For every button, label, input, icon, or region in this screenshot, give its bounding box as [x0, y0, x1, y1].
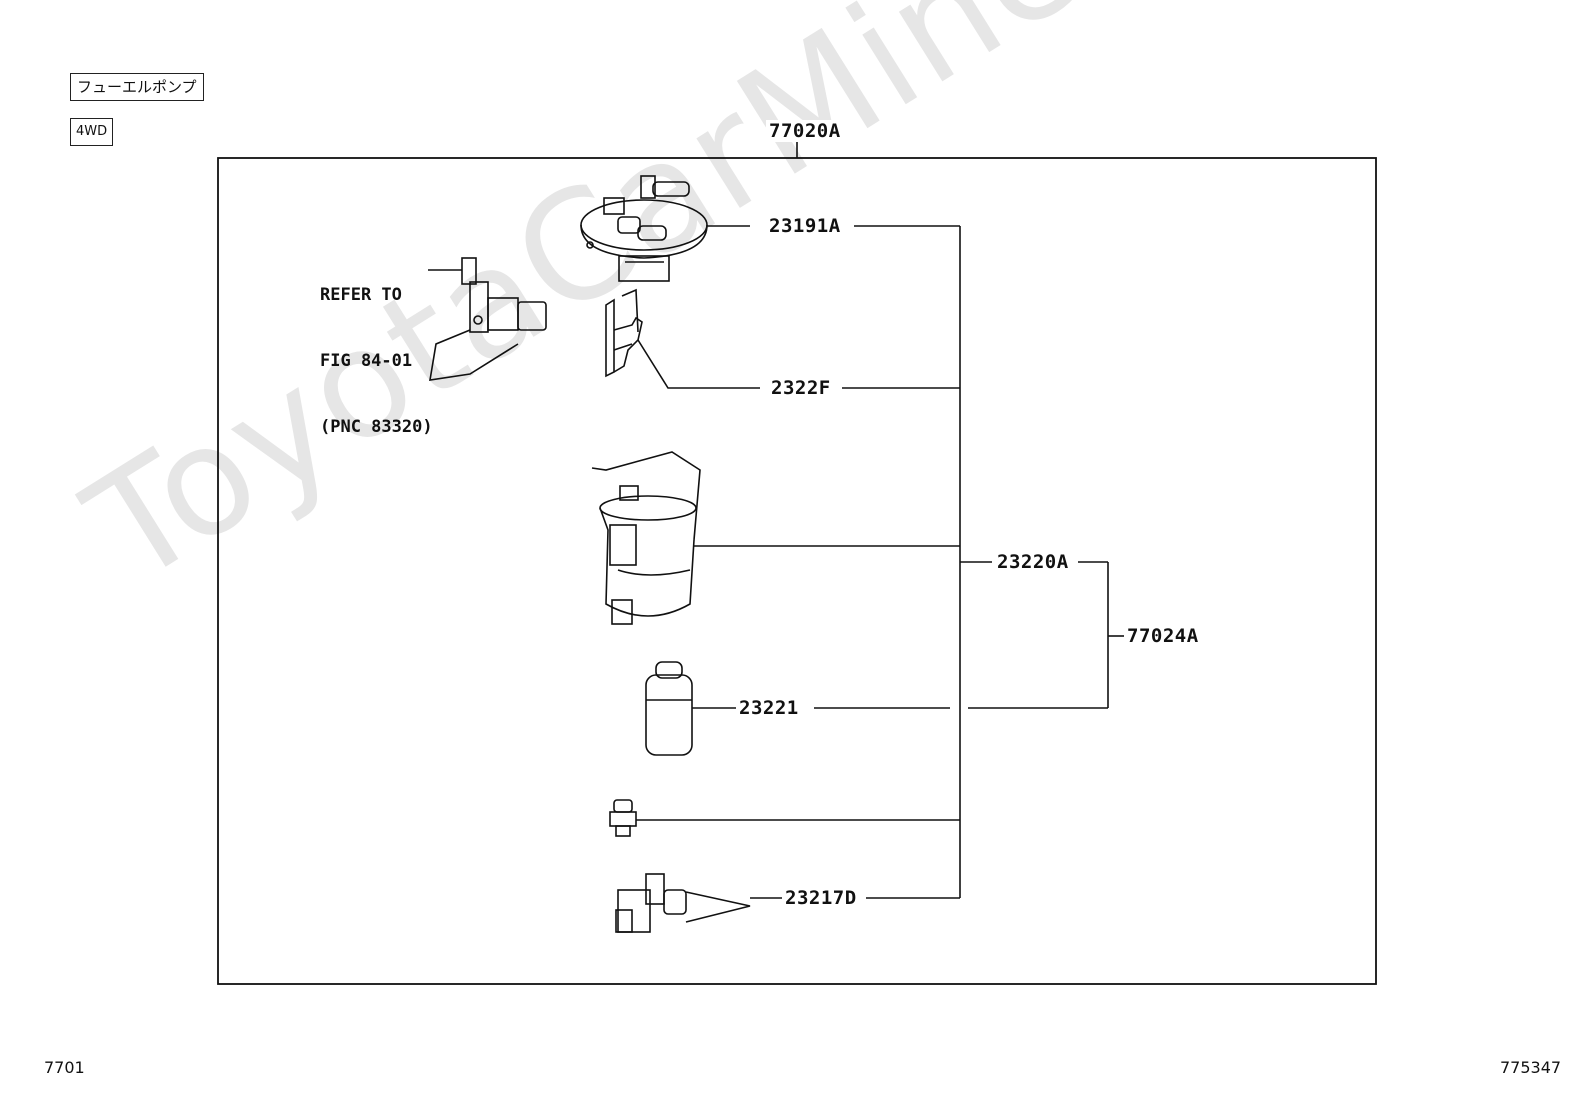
pressure-regulator-drawing [615, 873, 751, 933]
part-77024a[interactable]: 77024A [1124, 625, 1202, 647]
fuel-pump-cover-drawing [580, 175, 708, 282]
sender-gauge-drawing [429, 257, 547, 381]
footer-right-code: 775347 [1500, 1058, 1562, 1077]
fuel-filter-drawing [591, 451, 701, 625]
part-23220a[interactable]: 23220A [994, 551, 1072, 573]
part-23217d[interactable]: 23217D [782, 887, 860, 909]
variant-tag: 4WD [70, 118, 114, 146]
part-2322f[interactable]: 2322F [768, 377, 834, 399]
part-23191a[interactable]: 23191A [766, 215, 844, 237]
section-tag: フューエルポンプ [70, 73, 204, 101]
part-23221[interactable]: 23221 [736, 697, 802, 719]
refer-note-line2: FIG 84-01 [320, 351, 413, 371]
bracket-drawing [605, 288, 643, 378]
part-77020a[interactable]: 77020A [766, 120, 844, 142]
refer-note-line1: REFER TO [320, 285, 402, 305]
refer-note[interactable]: REFER TO FIG 84-01 (PNC 83320) [320, 240, 433, 482]
footer-left-code: 7701 [44, 1058, 85, 1077]
refer-note-line3: (PNC 83320) [320, 417, 433, 437]
fitting-drawing [609, 799, 637, 837]
fuel-pump-drawing [645, 661, 693, 756]
bracket-leader [637, 339, 760, 389]
